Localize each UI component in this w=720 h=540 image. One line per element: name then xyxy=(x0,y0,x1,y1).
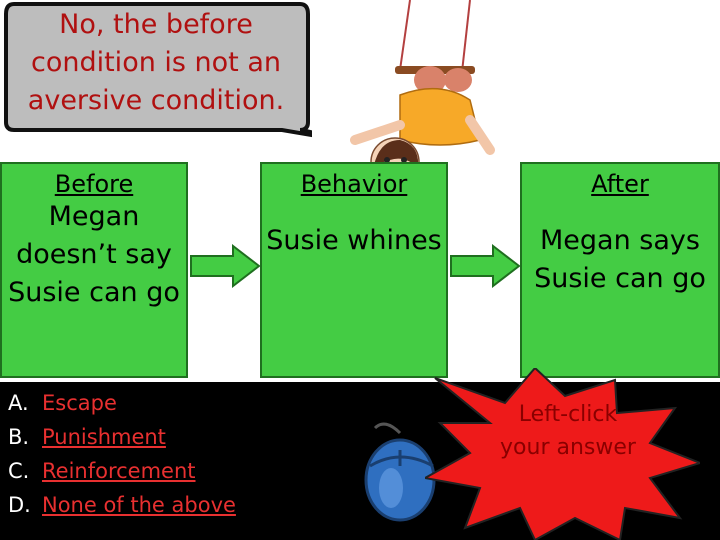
starburst-icon xyxy=(425,368,700,540)
after-body: Megan says Susie can go xyxy=(534,225,706,294)
bubble-text: No, the before condition is not an avers… xyxy=(27,9,285,116)
arrow-right-icon xyxy=(450,244,521,288)
speech-bubble xyxy=(4,2,312,138)
answer-option-c[interactable]: C.Reinforcement xyxy=(8,459,196,483)
behavior-body: Susie whines xyxy=(266,225,442,256)
answer-punishment[interactable]: Punishment xyxy=(42,425,166,449)
arrow-right-icon xyxy=(190,244,261,288)
answer-reinforcement[interactable]: Reinforcement xyxy=(42,459,196,483)
before-heading: Before xyxy=(54,170,134,198)
answer-option-a[interactable]: A.Escape xyxy=(8,391,117,415)
behavior-box: Behavior Susie whines xyxy=(260,162,448,378)
answer-option-b[interactable]: B.Punishment xyxy=(8,425,166,449)
before-body: Megan doesn’t say Susie can go xyxy=(8,201,180,308)
answer-list: A.Escape B.Punishment C.Reinforcement D.… xyxy=(8,386,236,522)
behavior-heading: Behavior xyxy=(300,170,408,198)
answer-none[interactable]: None of the above xyxy=(42,493,236,517)
before-box: Before Megan doesn’t say Susie can go xyxy=(0,162,188,378)
after-heading: After xyxy=(591,170,649,198)
hint-text: Left-click your answer xyxy=(500,402,636,460)
after-box: After Megan says Susie can go xyxy=(520,162,720,378)
answer-option-d[interactable]: D.None of the above xyxy=(8,493,236,517)
answer-escape[interactable]: Escape xyxy=(42,391,117,415)
